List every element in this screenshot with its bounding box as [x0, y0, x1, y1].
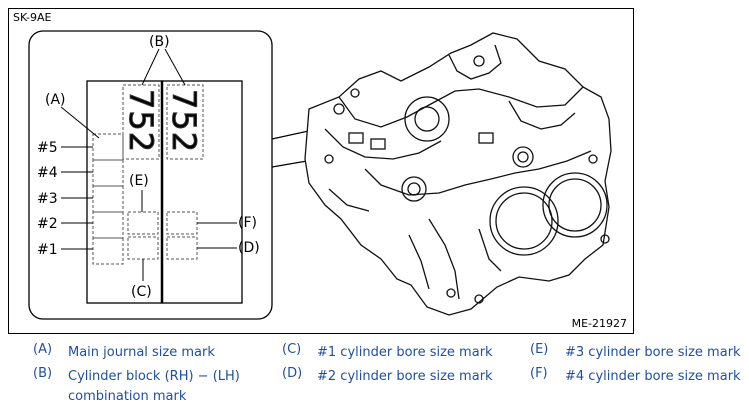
block-face-lh [161, 80, 243, 304]
journal-label-3: #3 [37, 191, 58, 207]
callout-f: (F) [238, 215, 257, 231]
engine-block [304, 32, 612, 316]
legend-text-e: #3 cylinder bore size mark [565, 345, 741, 360]
callout-e: (E) [129, 173, 149, 189]
journal-label-4: #4 [37, 165, 58, 181]
engine-block-diagram: 752 752 #5 #4 #3 #2 #1 (A) [28, 30, 612, 320]
legend-key-b: (B) [33, 366, 53, 381]
legend-item-c: (C) #1 cylinder bore size mark [282, 342, 522, 364]
combination-mark-rh: 752 [122, 89, 160, 153]
legend-key-a: (A) [33, 342, 53, 357]
figure-ref-label: ME-21927 [571, 317, 627, 330]
block-face-rh [86, 80, 163, 304]
legend-text-f: #4 cylinder bore size mark [565, 369, 741, 384]
legend-key-c: (C) [282, 342, 302, 357]
legend-text-b: Cylinder block (RH) − (LH) [68, 369, 240, 384]
legend-item-d: (D) #2 cylinder bore size mark [282, 366, 522, 388]
journal-label-1: #1 [37, 242, 58, 258]
legend-item-a: (A) Main journal size mark [33, 342, 273, 364]
callout-c: (C) [131, 284, 152, 300]
callout-a: (A) [45, 92, 66, 108]
legend-key-f: (F) [530, 366, 548, 381]
legend-item-e: (E) #3 cylinder bore size mark [530, 342, 749, 364]
legend-text-c: #1 cylinder bore size mark [317, 345, 493, 360]
bore-mark-3-box [127, 211, 159, 235]
journal-label-5: #5 [37, 140, 58, 156]
legend: (A) Main journal size mark (B) Cylinder … [0, 342, 749, 411]
callout-d: (D) [238, 240, 260, 256]
journal-mark-boxes [92, 133, 124, 265]
legend-key-d: (D) [282, 366, 303, 381]
legend-item-b: (B) Cylinder block (RH) − (LH) combinati… [33, 366, 273, 410]
legend-key-e: (E) [530, 342, 549, 357]
callout-b: (B) [149, 34, 170, 50]
figure-id-label: SK-9AE [13, 11, 52, 24]
combination-mark-lh: 752 [165, 89, 203, 153]
legend-text-a: Main journal size mark [68, 345, 215, 360]
figure-frame: SK-9AE 752 752 #5 #4 #3 #2 #1 [8, 8, 634, 334]
legend-item-f: (F) #4 cylinder bore size mark [530, 366, 749, 388]
legend-text-b-2: combination mark [68, 389, 187, 404]
combination-mark-rh-box [122, 84, 160, 160]
legend-text-d: #2 cylinder bore size mark [317, 369, 493, 384]
journal-label-2: #2 [37, 216, 58, 232]
